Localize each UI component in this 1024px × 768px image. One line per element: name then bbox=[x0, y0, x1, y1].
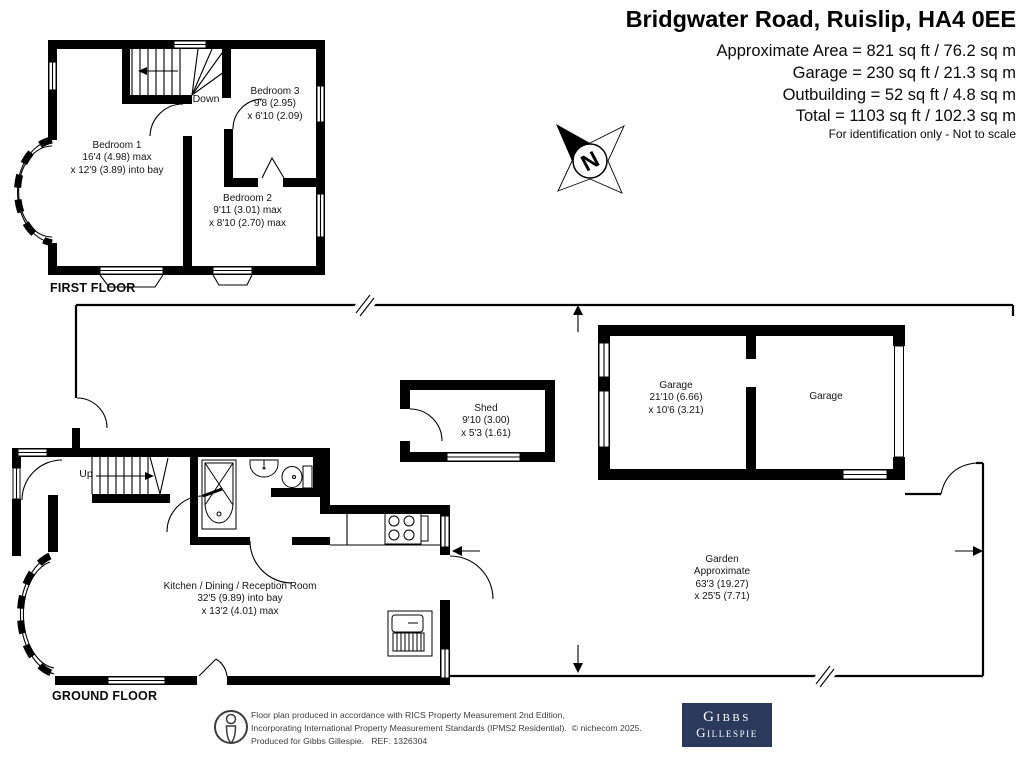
kitchen-counter bbox=[330, 514, 440, 546]
bathroom-sink-icon bbox=[249, 459, 279, 478]
room-name: Bedroom 2 bbox=[223, 193, 272, 204]
room-dim: 16'4 (4.98) max bbox=[82, 152, 152, 164]
fence-break-top-icon bbox=[353, 293, 377, 317]
first-floor-windows bbox=[48, 40, 325, 288]
ground-floor-title: GROUND FLOOR bbox=[52, 689, 158, 703]
room-name: Bedroom 1 bbox=[92, 140, 142, 151]
gibbs-gillespie-logo: Gibbs Gillespie bbox=[682, 703, 772, 747]
room-dim: x 6'10 (2.09) bbox=[247, 110, 303, 122]
area-line: Approximate Area = 821 sq ft / 76.2 sq m bbox=[716, 42, 1016, 60]
area-summary: Approximate Area = 821 sq ft / 76.2 sq m… bbox=[717, 41, 1016, 128]
bedroom3-label: Bedroom 3 9'8 (2.95) x 6'10 (2.09) bbox=[222, 86, 328, 123]
ground-floor-windows bbox=[12, 448, 494, 686]
page-title: Bridgwater Road, Ruislip, HA4 0EE bbox=[625, 6, 1016, 32]
room-name: Kitchen / Dining / Reception Room bbox=[163, 581, 317, 592]
first-floor-bay-window bbox=[14, 136, 53, 247]
first-floor-interior-walls bbox=[149, 98, 325, 266]
hob-icon bbox=[384, 512, 429, 545]
person-icon bbox=[214, 710, 248, 745]
room-name: Garage bbox=[659, 380, 693, 391]
area-line: Outbuilding = 52 sq ft / 4.8 sq m bbox=[782, 85, 1016, 104]
area-line: Total = 1103 sq ft / 102.3 sq m bbox=[795, 107, 1016, 126]
kitchen-label: Kitchen / Dining / Reception Room 32'5 (… bbox=[140, 581, 340, 618]
footer-disclaimer: Floor plan produced in accordance with R… bbox=[251, 709, 642, 748]
area-line: Garage = 230 sq ft / 21.3 sq m bbox=[792, 63, 1016, 82]
garden-boundary bbox=[72, 293, 1015, 688]
garden-dimension-arrows bbox=[452, 305, 983, 673]
footer-line: Incorporating International Property Mea… bbox=[251, 723, 642, 733]
bathtub-icon bbox=[201, 459, 237, 530]
garage-label: Garage 21'10 (6.66) x 10'6 (3.21) bbox=[616, 380, 736, 417]
room-dim: x 5'3 (1.61) bbox=[461, 427, 511, 439]
porch bbox=[21, 459, 63, 552]
shed-plan bbox=[400, 380, 555, 462]
first-floor-plan bbox=[14, 40, 325, 288]
first-floor-title: FIRST FLOOR bbox=[50, 281, 136, 295]
logo-text-line2: Gillespie bbox=[696, 725, 758, 740]
room-dim: 9'10 (3.00) bbox=[462, 415, 510, 427]
room-dim: x 8'10 (2.70) max bbox=[209, 217, 286, 229]
garage2-label: Garage bbox=[809, 391, 843, 402]
room-dim: x 10'6 (3.21) bbox=[648, 404, 704, 416]
kitchen-sink-icon bbox=[387, 610, 433, 657]
bedroom2-label: Bedroom 2 9'11 (3.01) max x 8'10 (2.70) … bbox=[175, 193, 320, 230]
room-dim: 9'11 (3.01) max bbox=[213, 205, 282, 217]
garden-label: Garden Approximate 63'3 (19.27) x 25'5 (… bbox=[652, 554, 792, 603]
first-floor-stairs bbox=[122, 48, 231, 104]
room-dim: 63'3 (19.27) bbox=[695, 578, 749, 590]
compass-icon: N bbox=[556, 124, 625, 194]
room-dim: x 12'9 (3.89) into bay bbox=[70, 164, 164, 176]
ground-floor-plan bbox=[12, 448, 494, 686]
shed-label: Shed 9'10 (3.00) x 5'3 (1.61) bbox=[426, 403, 546, 440]
room-dim: x 25'5 (7.71) bbox=[694, 590, 750, 602]
bathroom bbox=[190, 457, 330, 584]
footer-line: Produced for Gibbs Gillespie. REF: 13263… bbox=[251, 736, 428, 746]
garage-plan bbox=[598, 325, 905, 480]
logo-text-line1: Gibbs bbox=[703, 709, 751, 725]
room-dim: x 13'2 (4.01) max bbox=[201, 605, 279, 617]
garage-door bbox=[893, 345, 905, 458]
room-name: Garden bbox=[705, 554, 739, 565]
stairs-down-label: Down bbox=[192, 93, 220, 105]
room-name: Shed bbox=[474, 403, 498, 414]
toilet-icon bbox=[281, 465, 313, 489]
room-name: Bedroom 3 bbox=[250, 86, 300, 97]
room-dim: 21'10 (6.66) bbox=[649, 392, 703, 404]
fence-break-bottom-icon bbox=[813, 664, 837, 688]
ground-floor-bay-window bbox=[16, 552, 56, 678]
footer-line: Floor plan produced in accordance with R… bbox=[251, 710, 565, 720]
room-dim: Approximate bbox=[693, 566, 751, 578]
bedroom1-label: Bedroom 1 16'4 (4.98) max x 12'9 (3.89) … bbox=[37, 140, 197, 177]
room-dim: 9'8 (2.95) bbox=[254, 98, 296, 110]
room-dim: 32'5 (9.89) into bay bbox=[197, 593, 283, 605]
scale-disclaimer: For identification only - Not to scale bbox=[828, 127, 1016, 141]
stairs-up-label: Up bbox=[79, 468, 93, 480]
